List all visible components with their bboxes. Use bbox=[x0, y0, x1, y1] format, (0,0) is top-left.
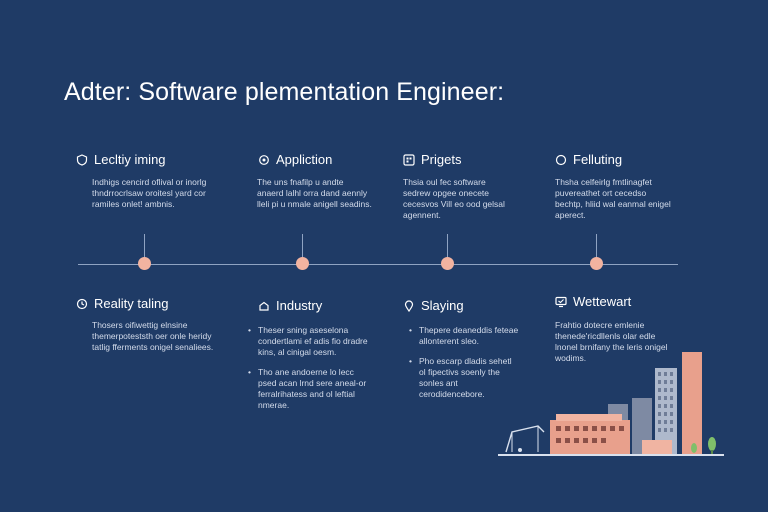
home-icon bbox=[258, 300, 270, 312]
section-heading-top-3: Prigets bbox=[403, 152, 461, 167]
page-title: Adter: Software plementation Engineer: bbox=[64, 78, 505, 106]
shield-outline-icon bbox=[555, 154, 567, 166]
cityscape-illustration bbox=[498, 352, 724, 456]
section-heading-text: Reality taling bbox=[94, 296, 169, 311]
section-heading-text: Appliction bbox=[276, 152, 333, 167]
section-description: The uns fnafilp u andte anaerd lalhl orr… bbox=[257, 177, 372, 209]
monitor-icon bbox=[555, 296, 567, 308]
section-heading-text: Lecltiy iming bbox=[94, 152, 166, 167]
section-heading-top-2: Appliction bbox=[258, 152, 332, 167]
section-description: Thosers oifiwettig elnsine themerpotests… bbox=[92, 320, 214, 352]
tree-icon bbox=[691, 443, 697, 453]
timeline-stem bbox=[447, 234, 448, 264]
building-low bbox=[550, 420, 630, 454]
gear-icon bbox=[258, 154, 270, 166]
section-heading-text: Prigets bbox=[421, 152, 462, 167]
timeline-node bbox=[296, 257, 309, 270]
section-heading-bottom-2: Industry bbox=[258, 298, 322, 313]
tree-icon bbox=[708, 437, 716, 451]
timeline-stem bbox=[144, 234, 145, 264]
grid-icon bbox=[403, 153, 415, 166]
ground-line bbox=[498, 454, 724, 456]
section-heading-bottom-1: Reality taling bbox=[76, 296, 168, 311]
clock-icon bbox=[76, 298, 88, 310]
crane-icon bbox=[505, 425, 545, 453]
bullet-item: Thepere deaneddis feteae allonterent sle… bbox=[409, 325, 519, 347]
bullet-item: Theser sning aseselona condertlami ef ad… bbox=[248, 325, 373, 358]
timeline-node bbox=[138, 257, 151, 270]
bullet-item: Pho escarp dladis sehetl ol fipectivs so… bbox=[409, 356, 519, 400]
timeline-node bbox=[441, 257, 454, 270]
section-heading-bottom-4: Wettewart bbox=[555, 294, 631, 309]
section-heading-top-1: Lecltiy iming bbox=[76, 152, 166, 167]
section-bullet-list: Theser sning aseselona condertlami ef ad… bbox=[248, 325, 373, 420]
section-description: Thsha celfeirlg fmtlinagfet puvereathet … bbox=[555, 177, 671, 220]
section-description: Indhigs cencird oflival or inorlg thndrr… bbox=[92, 177, 207, 209]
section-bullet-list: Thepere deaneddis feteae allonterent sle… bbox=[409, 325, 519, 409]
section-description: Thsia oul fec software sedrew opgee onec… bbox=[403, 177, 505, 220]
section-heading-text: Slaying bbox=[421, 298, 464, 313]
section-heading-text: Industry bbox=[276, 298, 323, 313]
shield-icon bbox=[76, 153, 88, 166]
timeline-node bbox=[590, 257, 603, 270]
bullet-item: Tho ane andoerne lo lecc psed acan lrnd … bbox=[248, 367, 373, 411]
timeline-stem bbox=[302, 234, 303, 264]
pin-icon bbox=[403, 299, 415, 312]
section-heading-text: Wettewart bbox=[573, 294, 632, 309]
section-heading-bottom-3: Slaying bbox=[403, 298, 464, 313]
timeline-line bbox=[78, 264, 678, 265]
section-heading-top-4: Felluting bbox=[555, 152, 622, 167]
section-heading-text: Felluting bbox=[573, 152, 623, 167]
section-description: Frahtio dotecre emlenie thenede'ricdllen… bbox=[555, 320, 668, 363]
building-salmon bbox=[682, 352, 702, 454]
building-small bbox=[642, 440, 672, 454]
timeline-stem bbox=[596, 234, 597, 264]
